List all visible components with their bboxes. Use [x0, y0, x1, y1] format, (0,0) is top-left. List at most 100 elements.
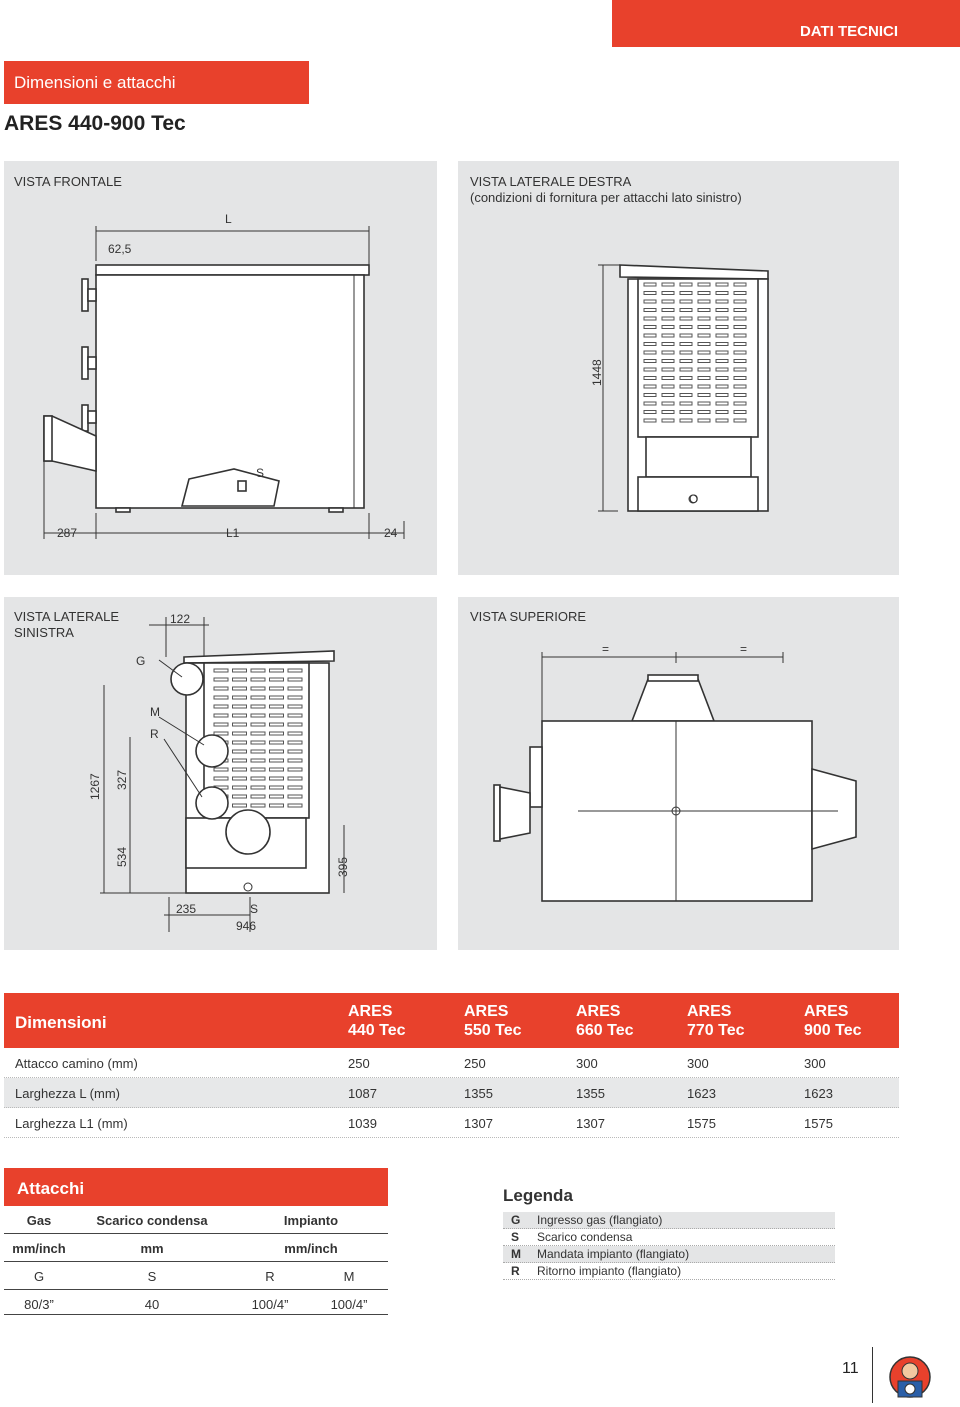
cell: 250	[348, 1056, 370, 1071]
grill-slot	[661, 376, 675, 380]
grill-slot	[269, 758, 284, 763]
model-title: ARES 440-900 Tec	[4, 112, 186, 135]
grill-slot	[269, 749, 284, 754]
legend-key: M	[511, 1247, 521, 1261]
grill-slot	[733, 418, 747, 423]
cell: 1307	[576, 1116, 605, 1131]
grill-slot	[715, 291, 729, 295]
grill-slot	[269, 686, 284, 691]
attacchi-title-bar: Attacchi	[4, 1168, 388, 1206]
model-5-line1: ARES	[804, 1003, 849, 1020]
cell: 1039	[348, 1116, 377, 1131]
grill-slot	[679, 316, 693, 321]
cell: 1355	[576, 1086, 605, 1101]
left-dim-1267: 1267	[88, 773, 102, 800]
grill-slot	[269, 713, 284, 718]
grill-slot	[232, 740, 247, 745]
cell: 1087	[348, 1086, 377, 1101]
grill-slot	[661, 291, 675, 295]
grill-slot	[250, 704, 266, 709]
grill-slot	[661, 325, 675, 329]
grill-slot	[643, 384, 657, 389]
row-label: Attacco camino (mm)	[15, 1056, 138, 1071]
grill-slot	[269, 740, 284, 745]
grill-slot	[643, 316, 657, 321]
grill-slot	[232, 713, 247, 718]
grill-slot	[679, 376, 693, 380]
grill-slot	[232, 722, 247, 727]
grill-slot	[213, 677, 229, 682]
grill-slot	[269, 704, 284, 709]
grill-slot	[697, 376, 711, 380]
left-dim-235: 235	[176, 902, 197, 916]
grill-slot	[679, 384, 693, 389]
grill-slot	[269, 767, 284, 772]
grill-slot	[269, 677, 284, 682]
grill-slot	[643, 418, 657, 423]
grill-slot	[287, 749, 303, 754]
left-dim-534: 534	[115, 846, 129, 867]
grill-slot	[643, 359, 657, 363]
grill-slot	[232, 758, 247, 763]
dimensions-title: Dimensioni	[15, 1013, 107, 1032]
grill-slot	[269, 731, 284, 736]
code-M: M	[343, 1269, 355, 1284]
grill-slot	[715, 282, 729, 287]
grill-slot	[269, 695, 284, 700]
grill-slot	[661, 342, 675, 346]
grill-slot	[715, 401, 729, 406]
grill-slot	[715, 393, 729, 397]
grill-slot	[715, 333, 729, 338]
model-3-line2: 660 Tec	[576, 1022, 634, 1039]
grill-slot	[697, 350, 711, 355]
grill-slot	[733, 350, 747, 355]
section-title: Dimensioni e attacchi	[14, 73, 176, 92]
left-dim-946: 946	[236, 919, 257, 933]
model-4-line2: 770 Tec	[687, 1022, 745, 1039]
grill-slot	[287, 668, 303, 673]
row-label: Larghezza L1 (mm)	[15, 1116, 128, 1131]
grill-slot	[715, 384, 729, 389]
cell: 1355	[464, 1086, 493, 1101]
left-dim-327: 327	[115, 769, 129, 790]
grill-slot	[679, 299, 693, 304]
header-tab-label: DATI TECNICI	[799, 23, 898, 40]
grill-slot	[213, 713, 229, 718]
front-view-panel: VISTA FRONTALE L 62,5 S	[4, 161, 437, 575]
legend-key: S	[511, 1230, 520, 1244]
grill-slot	[697, 384, 711, 389]
grill-slot	[679, 418, 693, 423]
grill-slot	[715, 410, 729, 414]
grill-slot	[287, 740, 303, 745]
grill-slot	[287, 785, 303, 790]
top-view-title: VISTA SUPERIORE	[470, 609, 587, 624]
row-label: Larghezza L (mm)	[15, 1086, 120, 1101]
grill-slot	[232, 677, 247, 682]
grill-slot	[213, 767, 229, 772]
grill-slot	[661, 333, 675, 338]
footer-divider	[872, 1347, 873, 1403]
grill-slot	[679, 401, 693, 406]
cell: 1575	[804, 1116, 833, 1131]
cell: 1623	[804, 1086, 833, 1101]
front-view-title: VISTA FRONTALE	[14, 174, 122, 189]
grill-slot	[697, 282, 711, 287]
grill-slot	[733, 401, 747, 406]
grill-slot	[269, 794, 284, 799]
grill-slot	[287, 686, 303, 691]
grill-slot	[697, 418, 711, 423]
grill-slot	[287, 677, 303, 682]
grill-slot	[697, 316, 711, 321]
right-dim-1448: 1448	[590, 359, 604, 386]
code-R: R	[265, 1269, 275, 1284]
mascot-logo	[889, 1356, 931, 1398]
grill-slot	[232, 704, 247, 709]
front-view-drawing	[43, 226, 405, 539]
grill-slot	[643, 291, 657, 295]
grill-slot	[733, 367, 747, 372]
